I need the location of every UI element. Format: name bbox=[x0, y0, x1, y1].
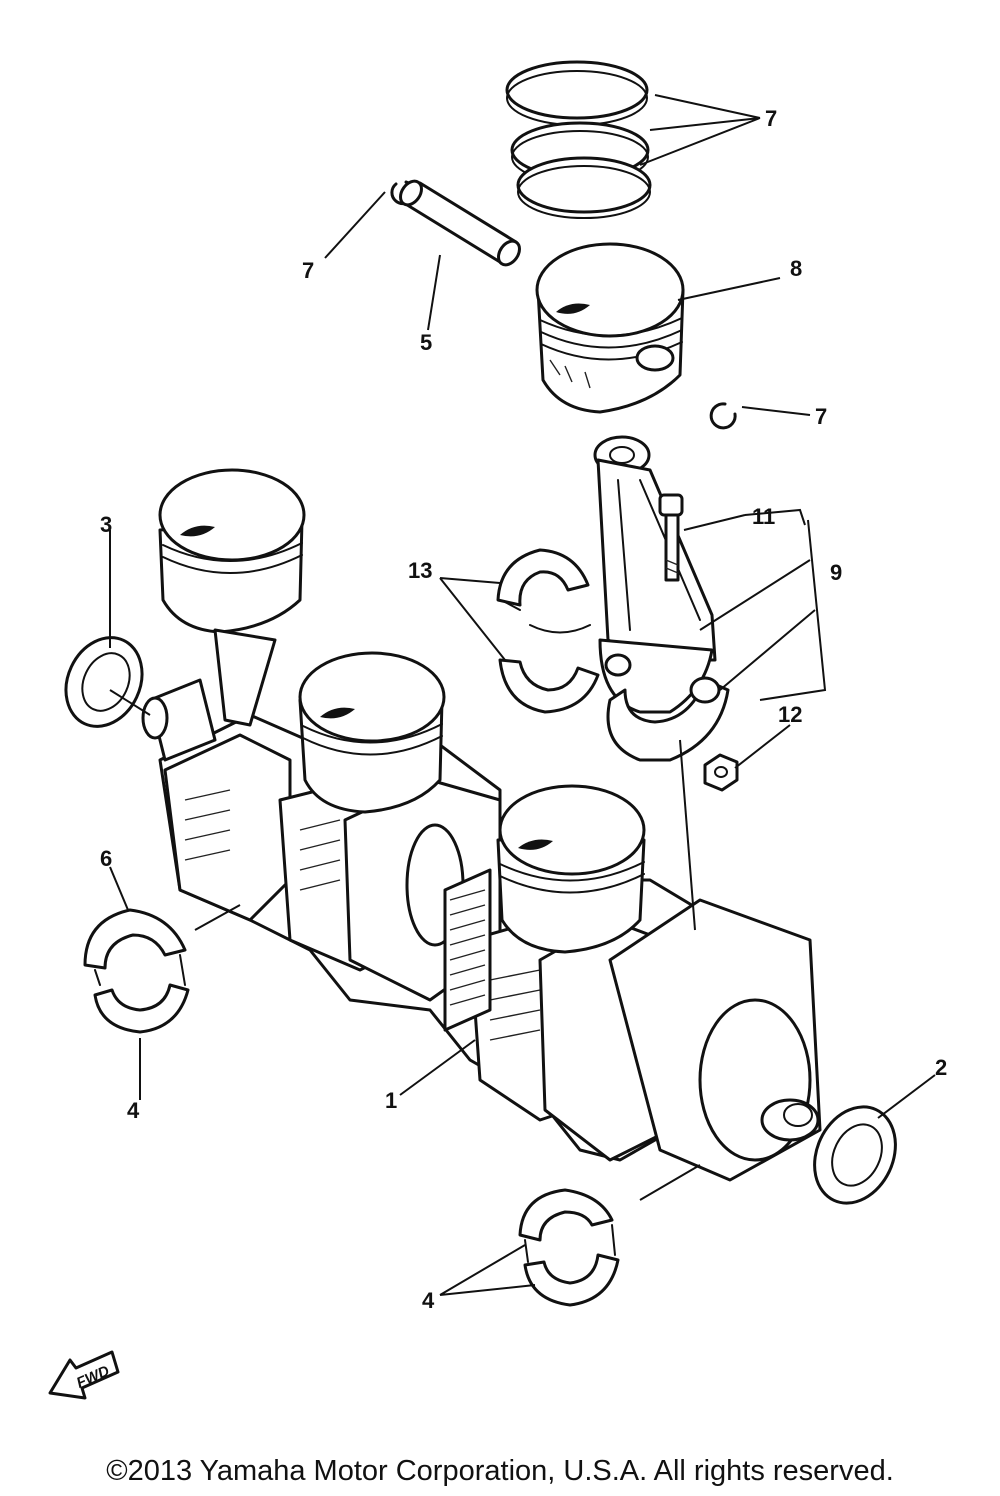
callout-7-lower: 7 bbox=[815, 404, 827, 429]
crankshaft bbox=[158, 713, 822, 1182]
piston-mounted-1 bbox=[158, 468, 306, 727]
callout-10: 9 bbox=[830, 560, 842, 585]
crankshaft-front-end bbox=[141, 678, 217, 762]
callout-1: 1 bbox=[385, 1088, 397, 1113]
callout-3: 3 bbox=[100, 512, 112, 537]
callout-2: 2 bbox=[935, 1055, 947, 1080]
callout-9: 7 bbox=[765, 106, 777, 131]
callout-8: 8 bbox=[790, 256, 802, 281]
oil-seal-left bbox=[64, 636, 144, 728]
callout-13: 13 bbox=[408, 558, 432, 583]
callout-5: 5 bbox=[420, 330, 432, 355]
piston-mounted-3 bbox=[496, 784, 646, 954]
callout-numbers: 7 7 5 8 7 11 9 12 13 3 6 4 1 2 4 bbox=[100, 106, 947, 1313]
rod-cap bbox=[606, 676, 730, 762]
piston-mounted-2 bbox=[298, 651, 446, 814]
leader-lines bbox=[109, 94, 936, 1296]
callout-12: 12 bbox=[778, 702, 802, 727]
callout-4-right: 4 bbox=[422, 1288, 435, 1313]
rod-bearing-lower bbox=[498, 624, 600, 714]
callout-7-upper: 7 bbox=[302, 258, 314, 283]
rod-bolt bbox=[658, 493, 684, 582]
connecting-rod bbox=[593, 435, 717, 714]
oil-seal-right bbox=[813, 1105, 897, 1205]
piston bbox=[535, 242, 685, 414]
rod-bearing-upper bbox=[496, 548, 590, 611]
piston-pin bbox=[399, 179, 521, 267]
fwd-arrow-icon: FWD bbox=[48, 1350, 120, 1400]
piston-rings bbox=[505, 60, 652, 219]
main-bearing-right bbox=[518, 1188, 620, 1307]
circlip-lower bbox=[709, 402, 737, 430]
callout-11: 11 bbox=[752, 504, 775, 529]
callout-6: 6 bbox=[100, 846, 112, 871]
callout-4-left: 4 bbox=[127, 1098, 140, 1123]
main-bearing-left bbox=[83, 908, 190, 1034]
rod-nut bbox=[703, 753, 739, 792]
copyright-notice: ©2013 Yamaha Motor Corporation, U.S.A. A… bbox=[106, 1455, 894, 1487]
assembly-lines bbox=[109, 689, 701, 1201]
